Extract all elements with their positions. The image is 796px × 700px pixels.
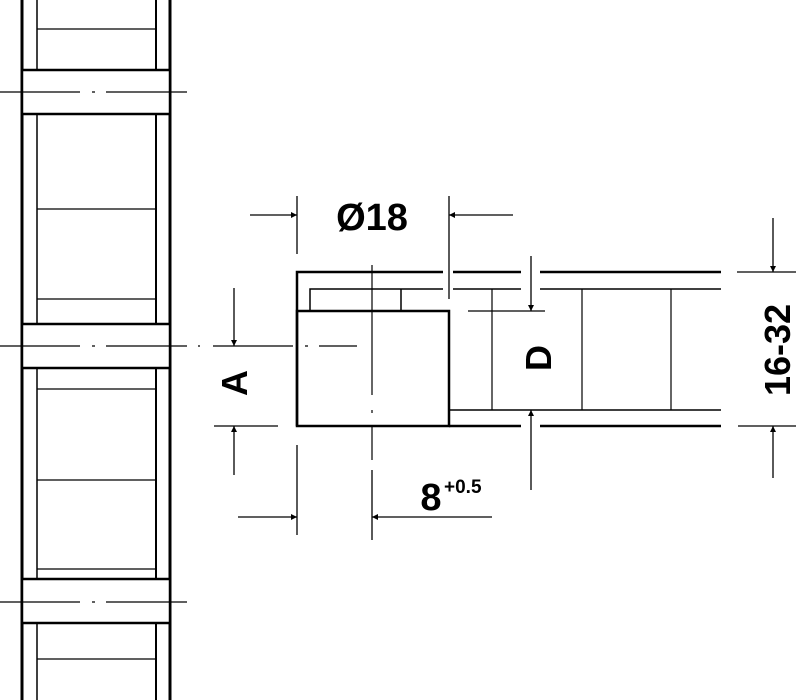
offset-label: A (214, 370, 255, 396)
drill-depth-label: 8 (420, 477, 441, 519)
section-view (213, 265, 721, 460)
side-view-panel (0, 0, 200, 700)
centerlines (0, 91, 200, 603)
diameter-label: Ø18 (336, 197, 408, 239)
connector-body (295, 309, 451, 428)
dimensions (214, 196, 796, 540)
panel-thickness-label: 16-32 (757, 304, 796, 396)
drill-depth-tolerance: +0.5 (444, 477, 482, 498)
depth-label: D (518, 345, 559, 371)
